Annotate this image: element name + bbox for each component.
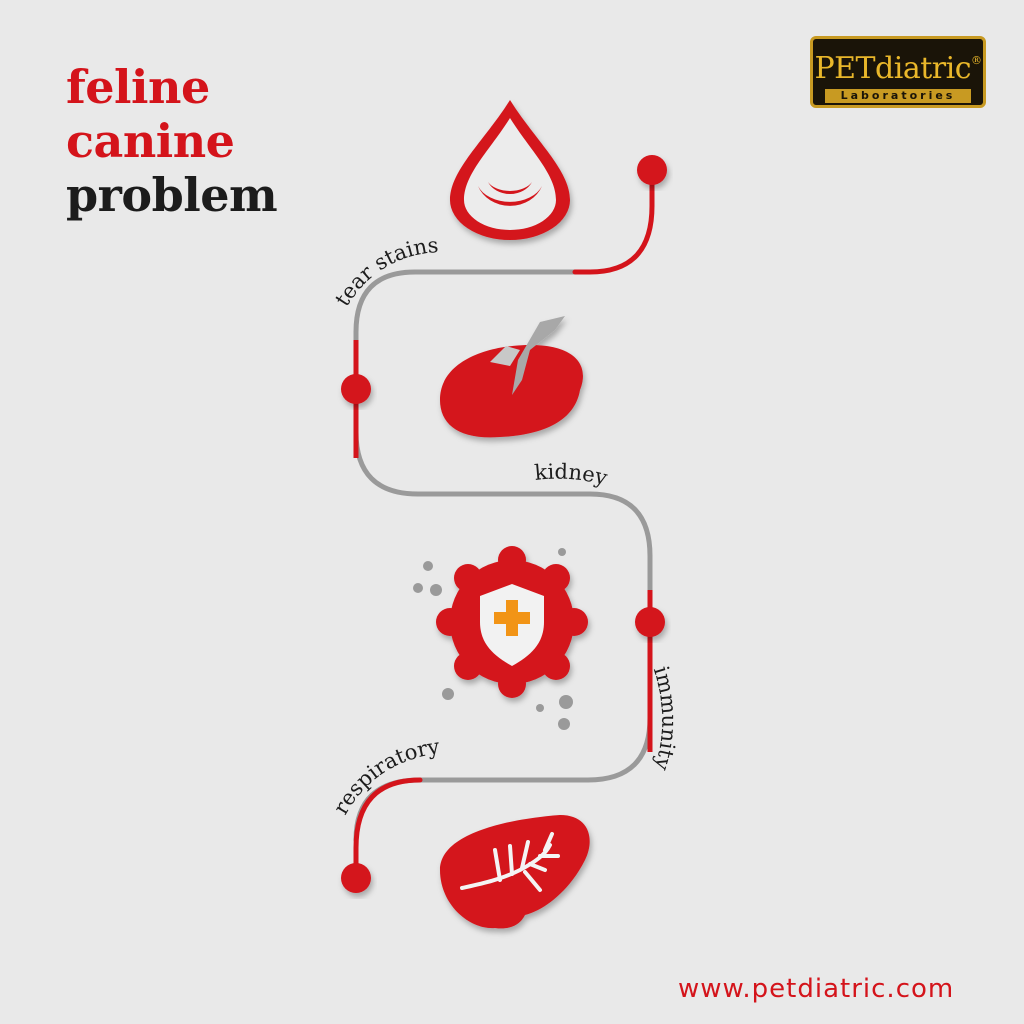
logo-tagline: Laboratories	[825, 89, 971, 103]
path-node	[637, 155, 667, 185]
label-respiratory: respiratory	[329, 734, 442, 818]
shield-cross-icon	[436, 546, 588, 698]
label-immunity: immunity	[649, 663, 681, 773]
path-red-segment-top	[572, 167, 655, 275]
title-feline: feline	[66, 60, 210, 114]
website-url: www.petdiatric.com	[678, 974, 955, 1004]
title-problem: problem	[66, 168, 278, 222]
path-node	[635, 607, 665, 637]
kidney-icon	[440, 316, 583, 438]
title-canine: canine	[66, 114, 235, 168]
path-node	[341, 374, 371, 404]
path-node	[341, 863, 371, 893]
label-kidney: kidney	[533, 460, 610, 491]
logo-wordmark: PETdiatric®	[814, 51, 982, 86]
path-red-segment-bottom	[353, 777, 423, 881]
petdiatric-logo: PETdiatric® Laboratories	[810, 36, 986, 108]
decorative-dots	[413, 548, 573, 730]
tear-drop-icon	[450, 100, 570, 240]
lung-icon	[440, 815, 590, 929]
